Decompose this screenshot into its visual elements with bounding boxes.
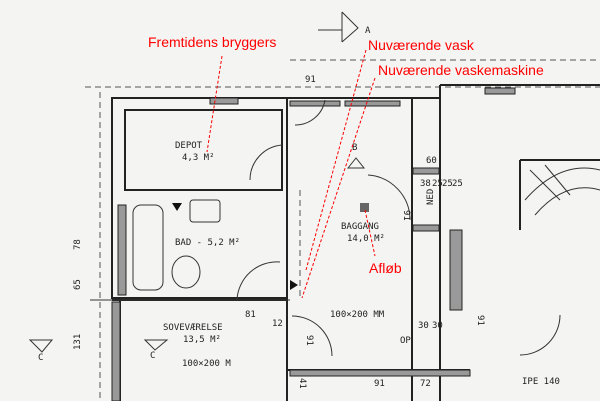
svg-text:78: 78 xyxy=(73,239,83,250)
room-bedroom: SOVEVÆRELSE xyxy=(163,323,223,333)
svg-text:C: C xyxy=(38,353,43,363)
annotation-drain: Afløb xyxy=(369,260,402,276)
svg-text:A: A xyxy=(365,26,371,36)
svg-text:30: 30 xyxy=(432,321,443,331)
section-marker-a: A xyxy=(318,11,371,43)
svg-text:IPE 140: IPE 140 xyxy=(522,377,560,387)
annotation-future-utility: Fremtidens bryggers xyxy=(148,34,276,50)
svg-text:131: 131 xyxy=(73,334,83,350)
svg-text:38: 38 xyxy=(420,179,431,189)
svg-text:65: 65 xyxy=(73,279,83,290)
dimensions: 91 60 38 25 25 25 NED 91 78 65 131 81 12… xyxy=(28,75,560,401)
staircase xyxy=(524,164,600,216)
room-hall: BAGGANG xyxy=(341,222,379,232)
annotation-current-sink: Nuværende vask xyxy=(368,37,475,53)
svg-text:100×200 MM: 100×200 MM xyxy=(330,310,385,320)
svg-text:25: 25 xyxy=(452,179,463,189)
room-bath: BAD - 5,2 M² xyxy=(175,238,240,248)
svg-text:B: B xyxy=(352,143,357,153)
room-bedroom-area: 13,5 M² xyxy=(183,335,221,345)
svg-text:100×200 M: 100×200 M xyxy=(182,359,231,369)
svg-text:30: 30 xyxy=(418,321,429,331)
svg-text:C: C xyxy=(150,351,155,361)
svg-text:81: 81 xyxy=(245,310,256,320)
room-depot-area: 4,3 M² xyxy=(182,153,215,163)
doors xyxy=(236,99,561,357)
svg-text:NED: NED xyxy=(426,189,436,205)
svg-text:OP: OP xyxy=(400,336,411,346)
room-hall-area: 14,0 M² xyxy=(347,234,385,244)
annotations: Fremtidens bryggers Nuværende vask Nuvær… xyxy=(148,34,544,299)
svg-text:25: 25 xyxy=(442,179,453,189)
svg-text:41: 41 xyxy=(297,378,307,389)
svg-text:91: 91 xyxy=(475,315,485,326)
svg-text:72: 72 xyxy=(420,379,431,389)
svg-text:91: 91 xyxy=(305,75,316,85)
fixtures xyxy=(132,199,369,291)
annotation-current-washer: Nuværende vaskemaskine xyxy=(378,62,544,78)
svg-text:60: 60 xyxy=(426,156,437,166)
svg-text:12: 12 xyxy=(272,319,283,329)
svg-text:91: 91 xyxy=(374,379,385,389)
svg-text:91: 91 xyxy=(401,210,411,221)
svg-text:91: 91 xyxy=(304,335,314,346)
room-depot: DEPOT xyxy=(175,141,203,151)
walls xyxy=(111,84,600,401)
svg-text:25: 25 xyxy=(432,179,443,189)
